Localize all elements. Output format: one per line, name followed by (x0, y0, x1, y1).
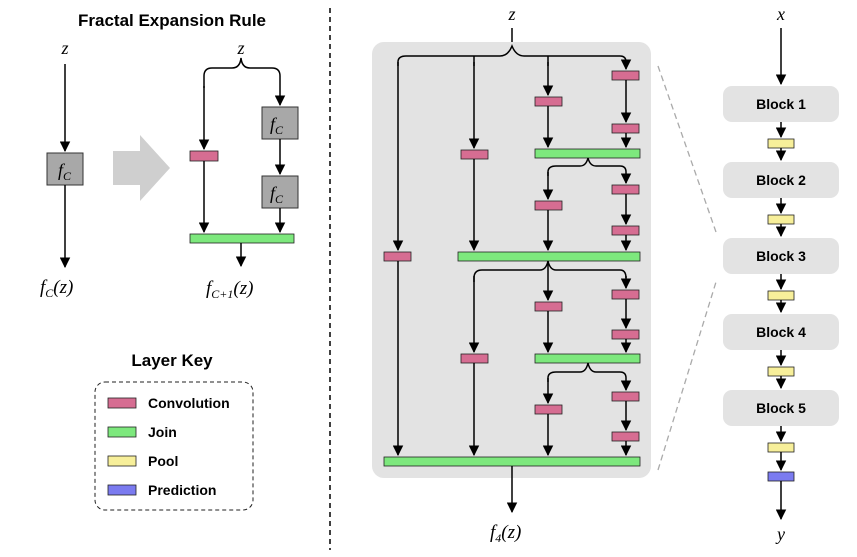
expansion-rule-title: Fractal Expansion Rule (78, 11, 266, 30)
conv-col2-a (460, 149, 489, 160)
conv-col4-b (611, 123, 640, 134)
fc-bottom-label: fC (270, 183, 284, 206)
join-a (534, 148, 641, 159)
layer-key-box (94, 381, 254, 511)
zoom-line-bottom (657, 281, 717, 471)
conv-sub-c-left (534, 404, 563, 415)
brace-sub-c (547, 362, 627, 382)
output-y: y (775, 524, 785, 544)
conv-col2-b (460, 353, 489, 364)
expansion-arrow (113, 135, 170, 201)
input-z-left: z (60, 38, 68, 58)
key-swatch-pool (107, 455, 137, 467)
key-swatch-convolution (107, 397, 137, 409)
fc-top-label: fC (270, 114, 284, 137)
conv-sub-c-right-2 (611, 431, 640, 442)
zoom-line-top (657, 65, 717, 233)
conv-sub-a-right-2 (611, 225, 640, 236)
block-1 (723, 86, 839, 122)
f4-output-label: f4(z) (490, 522, 521, 545)
block-4-label: Block 4 (756, 324, 806, 340)
conv-col4-a (611, 70, 640, 81)
block-3 (723, 238, 839, 274)
block-2-label: Block 2 (756, 172, 806, 188)
conv-col3-b (534, 301, 563, 312)
conv-col3-a (534, 96, 563, 107)
conv-col4-d (611, 329, 640, 340)
input-z-middle: z (507, 4, 515, 24)
conv-layer-expanded (189, 150, 219, 162)
pool-layer-5 (767, 442, 795, 453)
pool-layer-1 (767, 138, 795, 149)
join-layer-expanded (189, 233, 295, 244)
key-swatch-join (107, 426, 137, 438)
key-label-prediction: Prediction (148, 482, 216, 498)
pool-layer-2 (767, 214, 795, 225)
fc-block-label: fC (58, 160, 72, 183)
block-3-label: Block 3 (756, 248, 806, 264)
key-label-join: Join (148, 424, 177, 440)
block-1-label: Block 1 (756, 96, 806, 112)
conv-sub-a-right-1 (611, 184, 640, 195)
key-label-convolution: Convolution (148, 395, 230, 411)
key-label-pool: Pool (148, 453, 178, 469)
conv-col1 (383, 251, 412, 262)
fc-block-top (261, 106, 299, 140)
block-5-label: Block 5 (756, 400, 806, 416)
prediction-layer (767, 471, 795, 482)
brace-sub-a (547, 157, 627, 176)
input-z-expanded: z (236, 38, 244, 58)
conv-sub-c-right-1 (611, 391, 640, 402)
join-c (534, 353, 641, 364)
input-x: x (776, 4, 785, 24)
layer-key-title: Layer Key (131, 351, 213, 370)
conv-col4-c (611, 289, 640, 300)
join-b (457, 251, 641, 262)
conv-sub-a-left (534, 200, 563, 211)
pool-layer-4 (767, 366, 795, 377)
brace-lower (473, 260, 627, 282)
block-5 (723, 390, 839, 426)
pool-layer-3 (767, 290, 795, 301)
join-final (383, 456, 641, 467)
block-4 (723, 314, 839, 350)
fc-output-label: fC(z) (40, 277, 73, 300)
key-swatch-prediction (107, 484, 137, 496)
network-blocks: Block 1 Block 2 Block 3 Block 4 Block 5 (723, 86, 839, 521)
block-2 (723, 162, 839, 198)
brace-expanded (203, 57, 281, 88)
expanded-output-label: fC+1(z) (206, 278, 253, 301)
